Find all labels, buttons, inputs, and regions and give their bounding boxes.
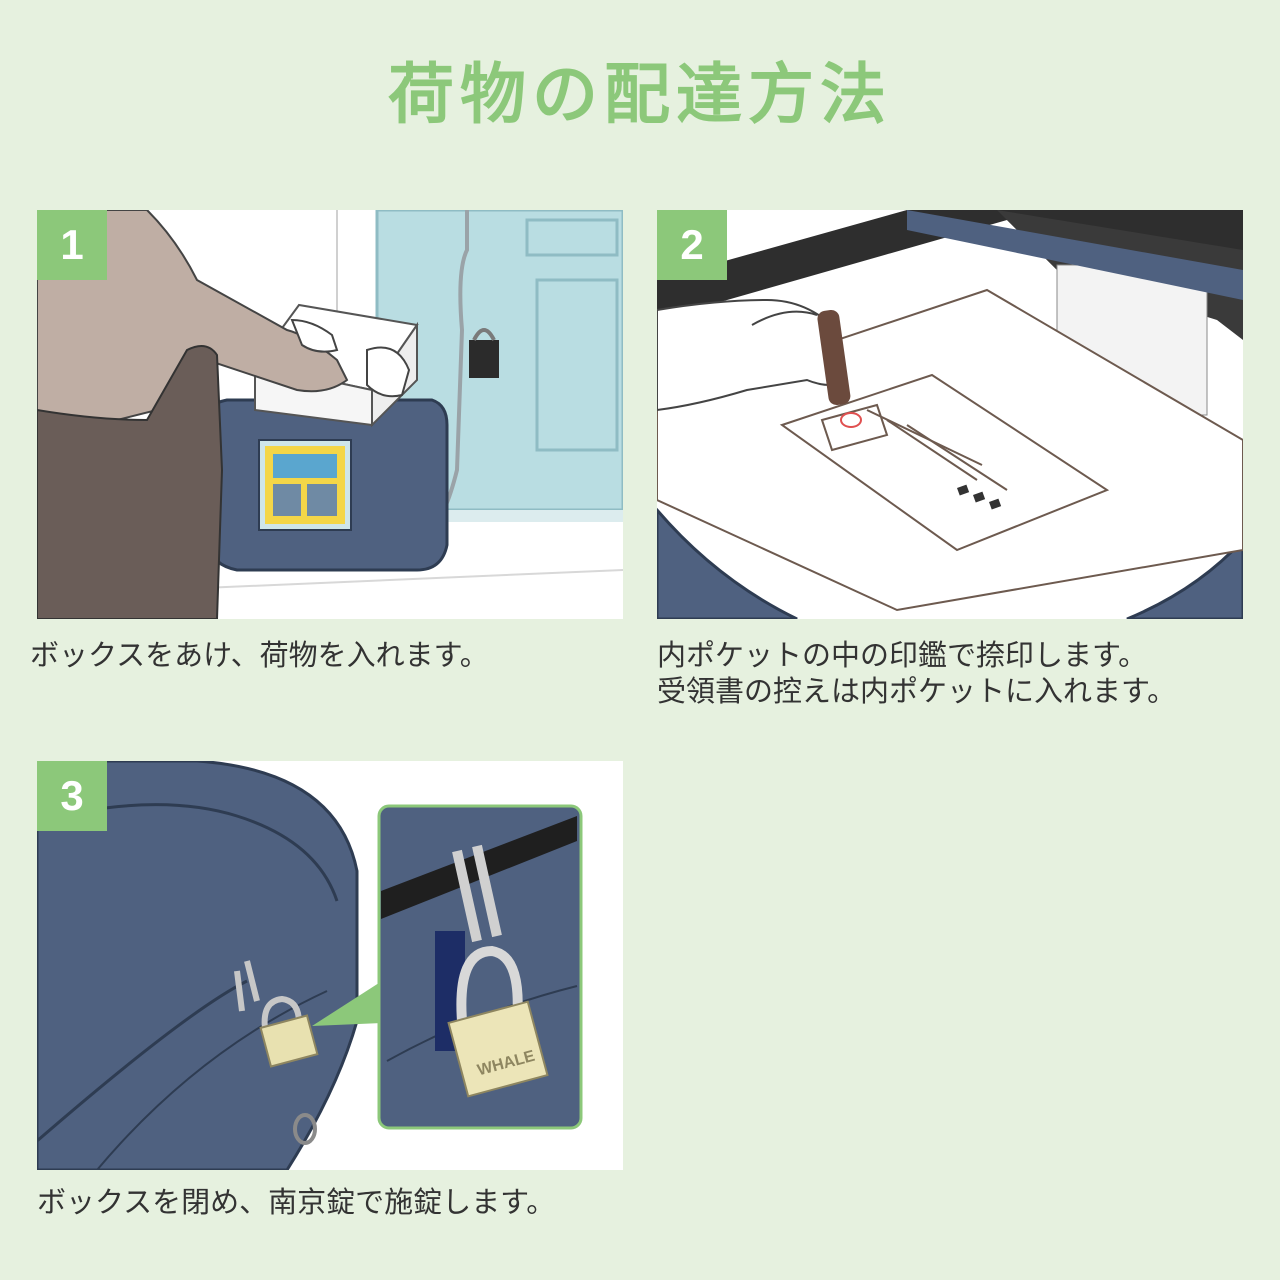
step-2-caption-line-1: 内ポケットの中の印鑑で捺印します。 [657, 638, 1148, 672]
step-1-caption: ボックスをあけ、荷物を入れます。 [30, 637, 489, 673]
small-padlock [234, 960, 319, 1068]
step-3-illustration: WHALE 3 [37, 761, 623, 1170]
step-3-scene [37, 761, 623, 1170]
step-1-caption-line-1: ボックスをあけ、荷物を入れます。 [30, 638, 489, 672]
step-2-number-badge: 2 [657, 210, 727, 280]
hand-with-stamp [657, 298, 851, 412]
step-1-scene [37, 210, 623, 619]
step-2-caption: 内ポケットの中の印鑑で捺印します。 受領書の控えは内ポケットに入れます。 [657, 637, 1176, 709]
step-2-illustration: 2 [657, 210, 1243, 619]
step-3-caption: ボックスを閉め、南京錠で施錠します。 [37, 1184, 555, 1220]
step-1-illustration: 1 [37, 210, 623, 619]
step-2-caption-line-2: 受領書の控えは内ポケットに入れます。 [657, 674, 1177, 708]
step-2-scene [657, 210, 1243, 619]
step-3-number-badge: 3 [37, 761, 107, 831]
step-1-number-badge: 1 [37, 210, 107, 280]
page-title: 荷物の配達方法 [388, 56, 892, 133]
step-3-caption-line-1: ボックスを閉め、南京錠で施錠します。 [37, 1185, 556, 1219]
zoom-inset [377, 804, 583, 1130]
delivery-person [37, 210, 411, 619]
bag-interior [657, 210, 1243, 619]
delivery-bag [175, 398, 449, 572]
